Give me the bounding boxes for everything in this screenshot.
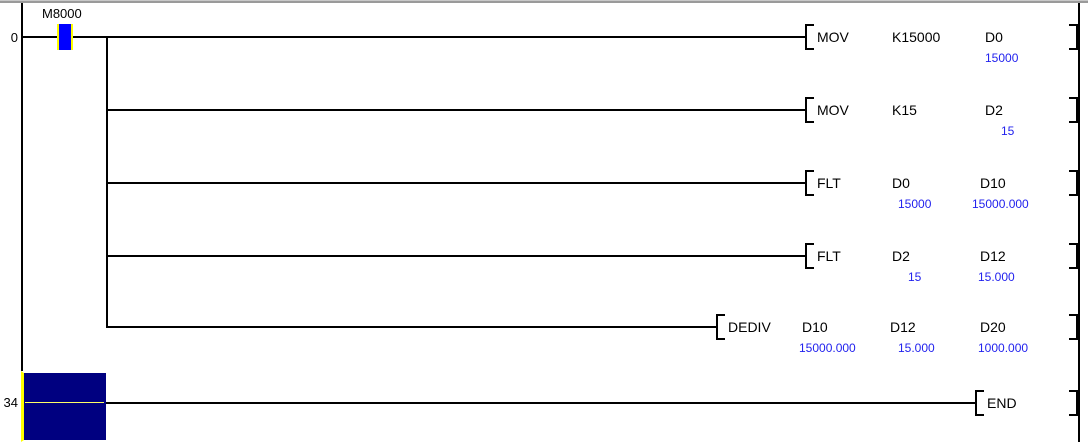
rung0-line2-wire (108, 182, 805, 184)
instruction-bracket-close (1069, 97, 1078, 123)
rung-number-34: 34 (3, 395, 18, 410)
left-power-rail (21, 3, 23, 371)
operand-3[interactable]: D20 (980, 319, 1006, 335)
right-power-rail (1078, 3, 1080, 442)
instruction-name[interactable]: FLT (817, 175, 841, 191)
operand-2-value: 15.000 (978, 270, 1015, 284)
operand-1-value: 15000 (898, 197, 932, 211)
operand-1[interactable]: D10 (802, 319, 828, 335)
rung0-line4-wire (108, 326, 716, 328)
operand-2-value: 15000.000 (972, 197, 1029, 211)
instruction-bracket-open (805, 24, 814, 50)
operand-2-value: 15.000 (898, 341, 935, 355)
operand-1[interactable]: D2 (892, 248, 910, 264)
rung-number-0: 0 (10, 30, 18, 45)
operand-2-value: 15 (1001, 124, 1015, 138)
instruction-bracket-close (1069, 390, 1078, 416)
instruction-bracket-close (1069, 24, 1078, 50)
instruction-bracket-close (1069, 170, 1078, 196)
operand-1[interactable]: K15000 (892, 29, 941, 45)
instruction-name[interactable]: MOV (817, 29, 849, 45)
contact-m8000[interactable] (57, 24, 73, 50)
rung0-line3-wire (108, 255, 805, 257)
rung0-wire-out (73, 36, 108, 38)
operand-1[interactable]: K15 (892, 102, 917, 118)
branch-bus-vertical (106, 36, 108, 328)
instruction-name[interactable]: DEDIV (728, 319, 771, 335)
operand-2-value: 15000 (985, 51, 1019, 65)
instruction-name[interactable]: FLT (817, 248, 841, 264)
window-top-highlight (0, 0, 1088, 1)
instruction-bracket-close (1069, 243, 1078, 269)
instruction-bracket-open (805, 97, 814, 123)
operand-2[interactable]: D2 (985, 102, 1003, 118)
operand-2[interactable]: D0 (985, 29, 1003, 45)
selection-block-divider (25, 402, 104, 403)
operand-1-value: 15000.000 (799, 341, 856, 355)
operand-1[interactable]: D0 (892, 175, 910, 191)
instruction-bracket-open (975, 390, 984, 416)
instruction-bracket-open (805, 243, 814, 269)
operand-1-value: 15 (908, 270, 922, 284)
operand-2[interactable]: D12 (980, 248, 1006, 264)
contact-label-m8000: M8000 (42, 6, 82, 21)
window-top-border (0, 0, 1088, 3)
operand-3-value: 1000.000 (978, 341, 1029, 355)
instruction-bracket-close (1069, 314, 1078, 340)
operand-2[interactable]: D12 (890, 319, 916, 335)
rung0-wire-in (23, 36, 57, 38)
rung0-line1-wire (108, 109, 805, 111)
selection-block[interactable] (21, 371, 108, 442)
operand-2[interactable]: D10 (980, 175, 1006, 191)
instruction-name[interactable]: MOV (817, 102, 849, 118)
instruction-bracket-open (805, 170, 814, 196)
instruction-bracket-open (716, 314, 725, 340)
rung0-line0-wire (108, 36, 805, 38)
rung34-wire (106, 402, 975, 404)
instruction-name-end[interactable]: END (987, 395, 1017, 411)
